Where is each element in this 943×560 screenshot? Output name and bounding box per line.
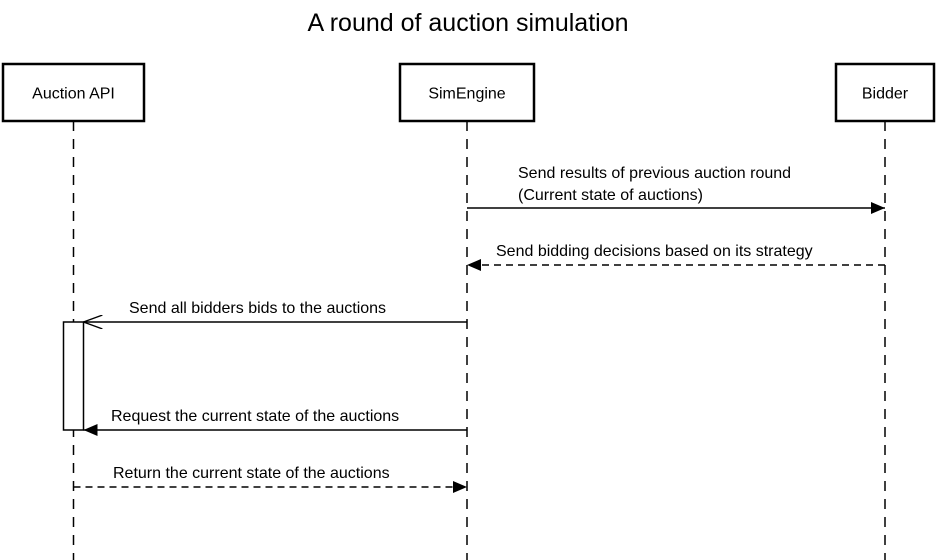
message-1: Send results of previous auction round (C… — [467, 165, 885, 214]
message-5: Return the current state of the auctions — [73, 465, 467, 493]
participant-box — [1, 62, 146, 123]
participant-label: SimEngine — [428, 86, 505, 103]
message-label: Send bidding decisions based on its stra… — [496, 243, 813, 260]
message-label: Return the current state of the auctions — [113, 465, 390, 482]
participant-box — [834, 62, 936, 123]
participant-simengine: SimEngine — [398, 62, 536, 123]
message-label: Send results of previous auction round — [518, 165, 791, 182]
message-4: Request the current state of the auction… — [83, 408, 467, 436]
activation-bar — [62, 321, 85, 431]
participant-box — [398, 62, 536, 123]
diagram-title: A round of auction simulation — [307, 9, 628, 37]
message-3: Send all bidders bids to the auctions — [84, 300, 467, 322]
message-2: Send bidding decisions based on its stra… — [467, 243, 885, 271]
participant-bidder: Bidder — [834, 62, 936, 123]
message-label: (Current state of auctions) — [518, 187, 703, 204]
message-label: Request the current state of the auction… — [111, 408, 399, 425]
message-label: Send all bidders bids to the auctions — [129, 300, 386, 317]
participant-label: Auction API — [32, 86, 115, 103]
participant-label: Bidder — [862, 86, 909, 103]
participant-auction-api: Auction API — [1, 62, 146, 123]
